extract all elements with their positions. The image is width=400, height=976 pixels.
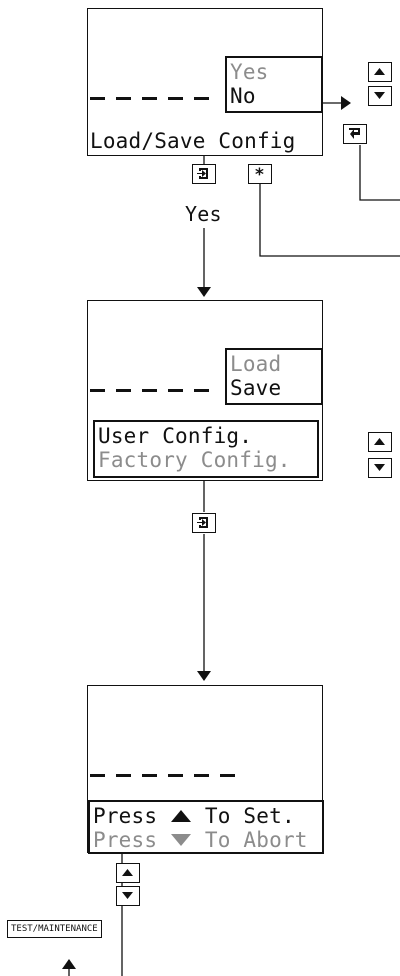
svg-text:*: *: [255, 165, 264, 182]
prompt-line-set: Press To Set.: [93, 804, 295, 828]
dash: [168, 389, 183, 392]
up-key-icon[interactable]: [368, 62, 392, 82]
dash: [168, 97, 183, 100]
down-key-icon[interactable]: [368, 86, 392, 106]
config-selector[interactable]: User Config. Factory Config.: [93, 420, 319, 478]
dash: [194, 97, 209, 100]
screen-load-save-confirm: Yes No Load/Save Config: [87, 8, 323, 156]
dash: [220, 774, 235, 777]
press-to-set-prompt: Press To Set. Press To Abort: [88, 800, 324, 854]
up-key-icon[interactable]: [368, 432, 392, 452]
enter-key-icon[interactable]: [192, 164, 216, 184]
screen-load-save-select: Load Save User Config. Factory Config.: [87, 300, 323, 481]
star-key-icon[interactable]: *: [248, 164, 272, 184]
dash: [142, 97, 157, 100]
dash: [116, 97, 131, 100]
screen-title: Load/Save Config: [90, 129, 296, 153]
load-save-selector[interactable]: Load Save: [225, 348, 323, 405]
option-yes[interactable]: Yes: [230, 60, 269, 84]
option-no[interactable]: No: [230, 84, 256, 108]
yes-no-selector[interactable]: Yes No: [225, 56, 323, 113]
option-save[interactable]: Save: [230, 376, 282, 400]
up-key-icon[interactable]: [116, 863, 140, 883]
option-factory-config[interactable]: Factory Config.: [98, 448, 291, 472]
dash: [194, 774, 209, 777]
test-maintenance-label[interactable]: TEST/MAINTENANCE: [7, 920, 102, 938]
up-triangle-icon: [171, 810, 192, 822]
press-word: Press: [93, 828, 158, 852]
enter-key-icon[interactable]: [192, 513, 216, 533]
dash: [168, 774, 183, 777]
screen-confirm-save: Press To Set. Press To Abort: [87, 685, 324, 854]
prompt-line-abort: Press To Abort: [93, 828, 308, 852]
option-user-config[interactable]: User Config.: [98, 424, 253, 448]
dash: [116, 389, 131, 392]
down-key-icon[interactable]: [368, 458, 392, 478]
return-key-icon[interactable]: [343, 124, 367, 144]
to-set-text: To Set.: [204, 804, 295, 828]
dash: [90, 389, 105, 392]
down-triangle-icon: [171, 834, 192, 846]
flow-yes-label: Yes: [185, 202, 222, 226]
dash: [90, 97, 105, 100]
dash: [142, 774, 157, 777]
dash: [142, 389, 157, 392]
dash: [194, 389, 209, 392]
press-word: Press: [93, 804, 158, 828]
to-abort-text: To Abort: [204, 828, 308, 852]
dash: [90, 774, 105, 777]
down-key-icon[interactable]: [116, 886, 140, 906]
dash: [116, 774, 131, 777]
option-load[interactable]: Load: [230, 352, 282, 376]
